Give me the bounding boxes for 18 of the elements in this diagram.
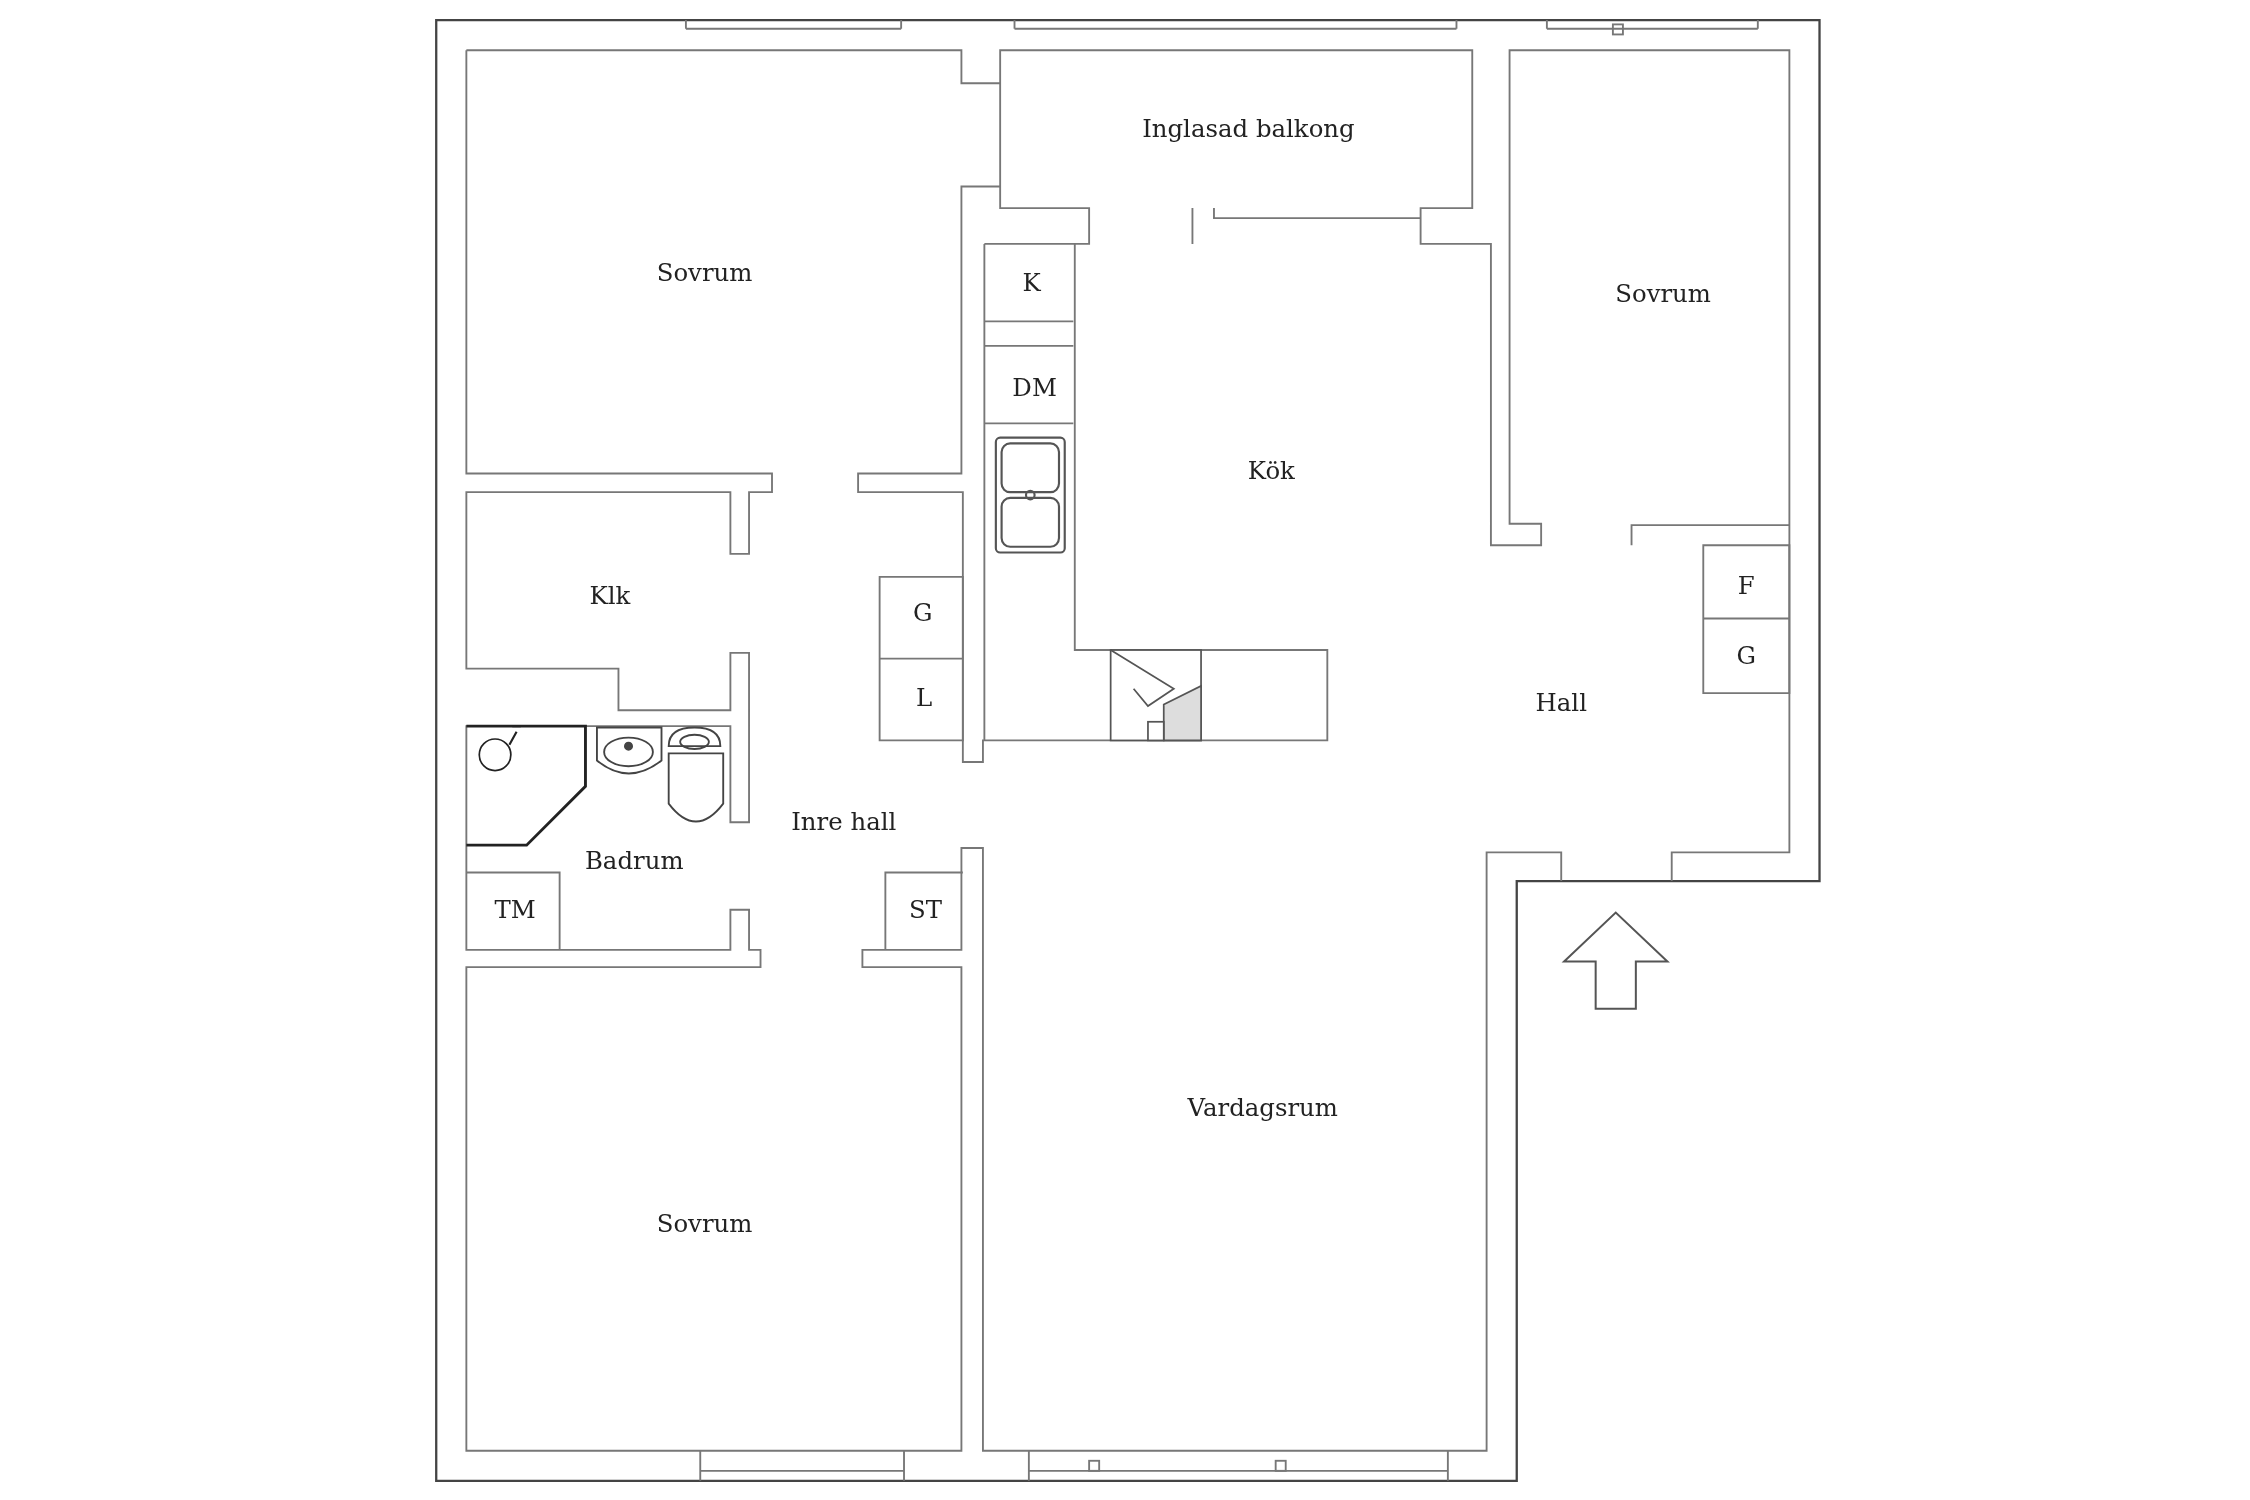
appliance-label: K (1022, 269, 1041, 297)
room-label: Inre hall (791, 808, 897, 836)
room-label: Vardagsrum (1187, 1094, 1338, 1122)
appliance-label: TM (494, 896, 536, 924)
room-label: Sovrum (656, 259, 753, 287)
appliance-label: DM (1012, 374, 1057, 401)
room-label: Klk (589, 582, 631, 609)
room-label: Badrum (584, 847, 684, 875)
appliance-label: G (1736, 642, 1757, 670)
room-label: Inglasad balkong (1142, 115, 1355, 143)
room-label: Sovrum (1615, 280, 1711, 308)
appliance-label: F (1737, 572, 1755, 599)
appliance-label: ST (909, 896, 943, 924)
room-label: Hall (1535, 689, 1587, 717)
appliance-label: G (912, 599, 933, 627)
room-label: Sovrum (656, 1210, 753, 1238)
appliance-label: L (916, 684, 933, 711)
room-label: Kök (1247, 457, 1295, 485)
